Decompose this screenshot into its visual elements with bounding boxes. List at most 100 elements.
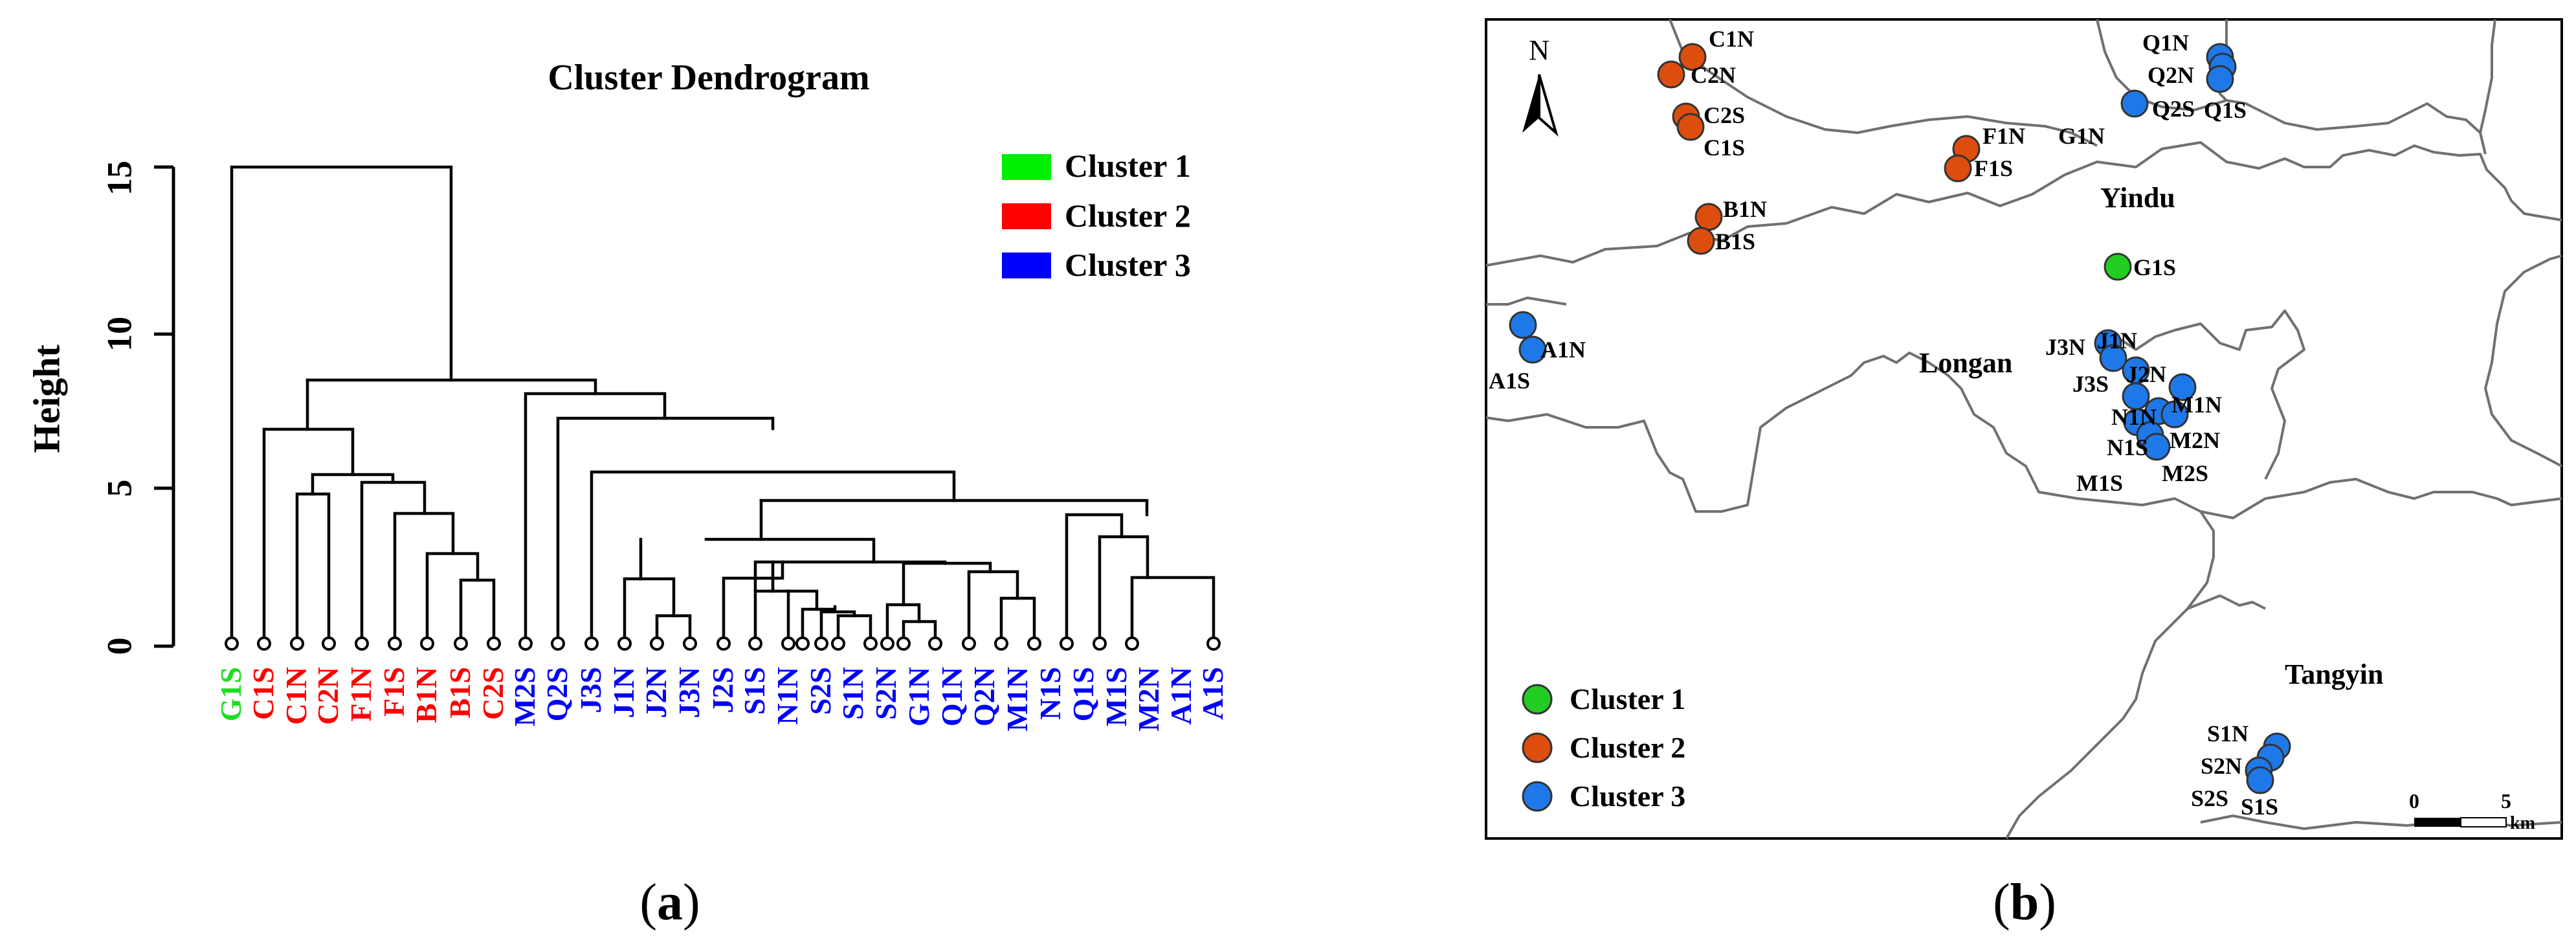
leaf-label: C1S [247,667,280,720]
leaf-marker [322,636,336,651]
site-marker-s1s [2246,766,2274,794]
site-label: B1N [1723,196,1767,222]
leaf-label: S2N [869,667,902,720]
leaf-marker [1125,636,1139,651]
site-label: A1N [1540,337,1586,363]
leaf-label: S1N [836,667,869,720]
leaf-marker [781,636,795,651]
leaf-label: G1S [214,667,247,721]
site-label: S2S [2191,785,2228,811]
leaf-markers [225,636,1221,651]
branch-j1n [623,577,676,646]
leaf-label: J3N [672,667,705,718]
leaf-marker [1060,636,1074,651]
leaf-label: Q1S [1067,667,1100,721]
branch-j2n-j3n [655,614,692,646]
branch-s2s [801,605,837,646]
boundary-line [2005,510,2215,839]
leaf-marker [716,636,731,651]
dendrogram-panel: Cluster Dendrogram 0 5 10 15 Height [25,58,1229,931]
leaf-marker [1206,636,1221,651]
boundary-line [2115,309,2305,480]
map-legend: Cluster 1 Cluster 2 Cluster 3 [1522,682,1685,813]
map-legend-label: Cluster 2 [1570,731,1685,764]
branch-g1n-m1n [902,561,992,607]
site-label: J3N [2045,334,2085,360]
branch-f1n [360,480,427,646]
boundary-line [1485,352,2562,519]
site-label: B1S [1715,229,1755,254]
branch-j3s [590,470,956,646]
north-arrow: N [1522,34,1559,137]
leaf-label: Q1N [935,667,968,726]
branch-m2s [524,392,667,646]
panel-b-caption: (b) [1993,874,2056,931]
branch-b1n [425,552,480,646]
place-label-tangyin: Tangyin [2285,658,2383,690]
leaf-marker [962,636,976,651]
leaf-marker [290,636,304,651]
branch-c1s [262,427,355,646]
branch-j2s [722,560,784,646]
map-legend-marker-cluster-3 [1522,781,1553,812]
site-label: M2S [2162,460,2208,486]
site-label: G1N [2058,123,2105,149]
scale-bar-black [2414,818,2461,827]
leaf-marker [454,636,468,651]
leaf-label: A1S [1196,667,1229,720]
boundary-line [2479,19,2496,133]
site-marker-c1n [1678,43,1707,71]
site-label: C2S [1704,102,1745,128]
leaf-marker [551,636,565,651]
site-marker-m2s [2142,433,2171,461]
site-labels: C1N C2N C2S C1S F1N G1N F1S B1N B1S Q1N … [1489,26,2278,820]
site-marker-b1n [1694,203,1723,231]
leaf-label: B1N [410,667,443,723]
leaf-marker [831,636,845,651]
scale-label-unit: km [2510,813,2535,833]
leaf-label: S2S [804,667,837,715]
site-marker-j1n [2099,344,2127,372]
leaf-label: C2S [476,667,509,720]
site-label: S1S [2241,794,2278,820]
y-tick-label: 15 [100,161,139,196]
leaf-label: J1N [607,667,640,718]
site-label: Q1N [2142,30,2189,56]
branch-b1s-c2s [459,578,496,646]
leaf-marker [1093,636,1107,651]
leaf-label: Q2N [968,667,1001,726]
site-marker-a1s [1509,311,1537,339]
branch-n1s-q1s [999,596,1036,646]
boundary-line [2484,254,2562,467]
boundary-line [1485,141,2562,267]
leaf-label: J2S [706,667,739,714]
dendrogram-legend: Cluster 1 Cluster 2 Cluster 3 [1002,148,1191,283]
branch-j-s [704,537,876,564]
leaf-label: A1N [1164,667,1197,725]
branch-f1s [393,511,455,646]
scale-bar-white [2460,817,2507,827]
scale-bar: 0 5 km [2409,789,2535,833]
leaf-label: F1S [377,667,410,717]
site-label: A1S [1489,368,1530,394]
leaf-marker [896,636,911,651]
site-label: F1S [1974,155,2013,181]
site-label: Q2S [2152,96,2195,122]
leaf-label: G1N [902,667,935,726]
site-marker-m1n [2168,373,2197,401]
leaf-labels: G1S C1S C1N C2N F1N F1S B1N B1S C2S M2S … [214,667,1229,732]
leaf-label: M1N [1001,667,1034,732]
boundary-line [1486,297,1567,306]
site-label: C1N [1709,26,1754,52]
map-legend-marker-cluster-1 [1522,684,1553,715]
leaf-label: N1N [771,667,804,725]
leaf-label: F1N [344,667,377,721]
leaf-marker [518,636,533,651]
leaf-label: N1S [1034,667,1067,720]
branch-c2-c3 [305,378,597,396]
site-label: M1S [2076,470,2123,496]
leaf-marker [863,636,878,651]
legend-label: Cluster 1 [1065,148,1191,184]
leaf-marker [355,636,369,651]
site-label: N1S [2107,434,2148,460]
